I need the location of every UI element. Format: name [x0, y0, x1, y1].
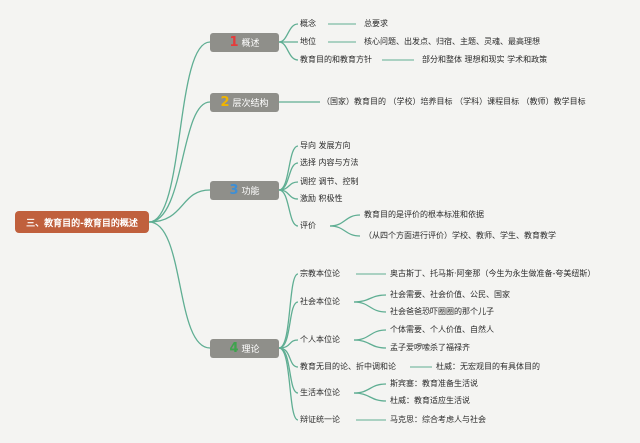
- node-status: 地位: [300, 37, 316, 46]
- branch-label: 概述: [241, 39, 260, 49]
- node-individual-sub: 个体需要、个人价值、自然人: [390, 325, 494, 334]
- node-life-sub: 杜威：教育适应生活说: [390, 396, 470, 405]
- node-life-sub: 斯宾塞：教育准备生活说: [390, 379, 478, 388]
- node-aim-policy: 教育目的和教育方针: [300, 55, 372, 64]
- node-motivate: 激励 积极性: [300, 194, 343, 203]
- branch-theory: 4 理论: [210, 339, 279, 358]
- node-guide: 导向 发展方向: [300, 141, 351, 150]
- node-society: 社会本位论: [300, 297, 340, 306]
- node-evaluate: 评价: [300, 221, 316, 230]
- node-religion: 宗教本位论: [300, 269, 340, 278]
- node-evaluate-sub: 教育目的是评价的根本标准和依据: [364, 210, 484, 219]
- branch-overview: 1 概述: [210, 33, 279, 52]
- node-society-sub: 社会爸爸恐吓圈圈的那个儿子: [390, 307, 494, 316]
- node-aim-policy-detail: 部分和整体 理想和现实 学术和政策: [422, 55, 548, 64]
- branch-label: 功能: [241, 187, 260, 197]
- node-dialectic-sub: 马克思：综合考虑人与社会: [390, 415, 486, 424]
- node-evaluate-sub: （从四个方面进行评价）学校、教师、学生、教育教学: [364, 231, 556, 240]
- node-regulate: 调控 调节、控制: [300, 177, 359, 186]
- branch-structure: 2 层次结构: [210, 93, 279, 112]
- node-religion-sub: 奥古斯丁、托马斯·阿奎那（今生为永生做准备-夸美纽斯）: [390, 269, 596, 278]
- root-node: 三、教育目的-教育目的概述: [15, 211, 149, 233]
- node-select: 选择 内容与方法: [300, 158, 359, 167]
- branch-label: 理论: [241, 345, 260, 355]
- node-concept-detail: 总要求: [364, 19, 388, 28]
- branch-number: 4: [229, 341, 239, 356]
- node-society-sub: 社会需要、社会价值、公民、国家: [390, 290, 510, 299]
- branch-number: 1: [229, 35, 239, 50]
- branch-number: 2: [220, 95, 230, 110]
- node-life: 生活本位论: [300, 388, 340, 397]
- branch-number: 3: [229, 183, 239, 198]
- node-individual: 个人本位论: [300, 335, 340, 344]
- node-concept: 概念: [300, 19, 316, 28]
- node-structure-detail: （国家）教育目的 （学校）培养目标 （学科）课程目标 （教师）教学目标: [322, 97, 586, 106]
- node-dialectic: 辩证统一论: [300, 415, 340, 424]
- node-no-aim: 教育无目的论、折中调和论: [300, 362, 396, 371]
- node-no-aim-sub: 杜威：无宏观目的有具体目的: [436, 362, 540, 371]
- node-individual-sub: 孟子爱啰嗦杀了福禄齐: [390, 343, 470, 352]
- branch-function: 3 功能: [210, 181, 279, 200]
- node-status-detail: 核心问题、出发点、归宿、主题、灵魂、最高理想: [364, 37, 540, 46]
- branch-label: 层次结构: [232, 99, 269, 109]
